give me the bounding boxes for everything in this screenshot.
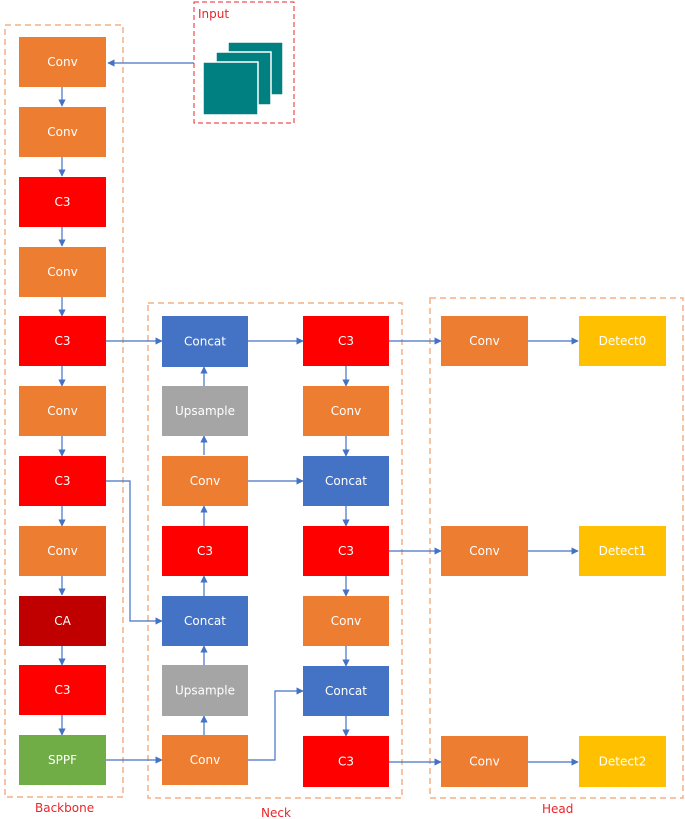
block-c3: C3: [303, 736, 389, 787]
head-frame: [429, 297, 684, 799]
svg-text:Conv: Conv: [331, 404, 361, 418]
connectors: [58, 59, 579, 766]
block-c3: C3: [19, 456, 106, 506]
block-conv: Conv: [19, 107, 106, 157]
block-upsample: Upsample: [162, 386, 248, 436]
svg-text:Conv: Conv: [469, 755, 499, 769]
svg-text:Conv: Conv: [331, 614, 361, 628]
block-c3: C3: [303, 526, 389, 576]
svg-text:Detect1: Detect1: [599, 544, 647, 558]
head-label: Head: [542, 802, 573, 816]
svg-text:Concat: Concat: [184, 335, 226, 349]
block-conv: Conv: [19, 37, 106, 87]
svg-text:Conv: Conv: [469, 544, 499, 558]
block-conv: Conv: [303, 386, 389, 436]
block-conv: Conv: [19, 247, 106, 297]
block-upsample: Upsample: [162, 665, 248, 716]
svg-text:C3: C3: [338, 755, 354, 769]
svg-text:Detect0: Detect0: [599, 334, 647, 348]
block-c3: C3: [19, 665, 106, 715]
block-conv: Conv: [441, 526, 528, 576]
block-ca: CA: [19, 596, 106, 646]
block-c3: C3: [19, 177, 106, 227]
block-sppf: SPPF: [19, 735, 106, 785]
svg-text:Upsample: Upsample: [175, 684, 235, 698]
block-conv: Conv: [162, 735, 248, 785]
arrow: [105, 480, 163, 625]
svg-text:Concat: Concat: [325, 474, 367, 488]
block-concat: Concat: [303, 666, 389, 716]
svg-text:C3: C3: [338, 334, 354, 348]
svg-text:C3: C3: [54, 683, 70, 697]
svg-text:C3: C3: [54, 474, 70, 488]
block-conv: Conv: [19, 526, 106, 576]
block-concat: Concat: [162, 596, 248, 646]
input-feature-map-icon: [202, 41, 284, 116]
svg-text:Conv: Conv: [469, 334, 499, 348]
block-concat: Concat: [162, 316, 248, 367]
block-conv: Conv: [441, 316, 528, 366]
svg-text:C3: C3: [338, 544, 354, 558]
svg-text:SPPF: SPPF: [48, 753, 77, 767]
block-c3: C3: [303, 316, 389, 366]
svg-text:Conv: Conv: [47, 55, 77, 69]
block-detect: Detect2: [579, 736, 666, 787]
svg-text:C3: C3: [54, 195, 70, 209]
svg-text:C3: C3: [54, 334, 70, 348]
block-c3: C3: [162, 526, 248, 576]
svg-text:Conv: Conv: [190, 474, 220, 488]
block-conv: Conv: [19, 386, 106, 436]
svg-text:Conv: Conv: [47, 125, 77, 139]
svg-text:C3: C3: [197, 544, 213, 558]
neck-label: Neck: [261, 806, 291, 819]
input-label: Input: [198, 7, 229, 21]
block-concat: Concat: [303, 456, 389, 506]
svg-text:Detect2: Detect2: [599, 755, 647, 769]
svg-text:Upsample: Upsample: [175, 404, 235, 418]
block-conv: Conv: [162, 456, 248, 506]
block-detect: Detect0: [579, 316, 666, 366]
svg-text:Concat: Concat: [184, 614, 226, 628]
svg-text:Concat: Concat: [325, 684, 367, 698]
block-detect: Detect1: [579, 526, 666, 576]
svg-text:CA: CA: [54, 614, 71, 628]
backbone-frame: [4, 24, 124, 798]
svg-text:Conv: Conv: [47, 404, 77, 418]
svg-text:Conv: Conv: [190, 753, 220, 767]
backbone-label: Backbone: [35, 801, 94, 815]
svg-text:Conv: Conv: [47, 265, 77, 279]
svg-text:Conv: Conv: [47, 544, 77, 558]
block-conv: Conv: [303, 596, 389, 646]
arrow: [247, 687, 304, 761]
block-conv: Conv: [441, 736, 528, 787]
block-c3: C3: [19, 316, 106, 366]
input-frame: [193, 1, 295, 124]
